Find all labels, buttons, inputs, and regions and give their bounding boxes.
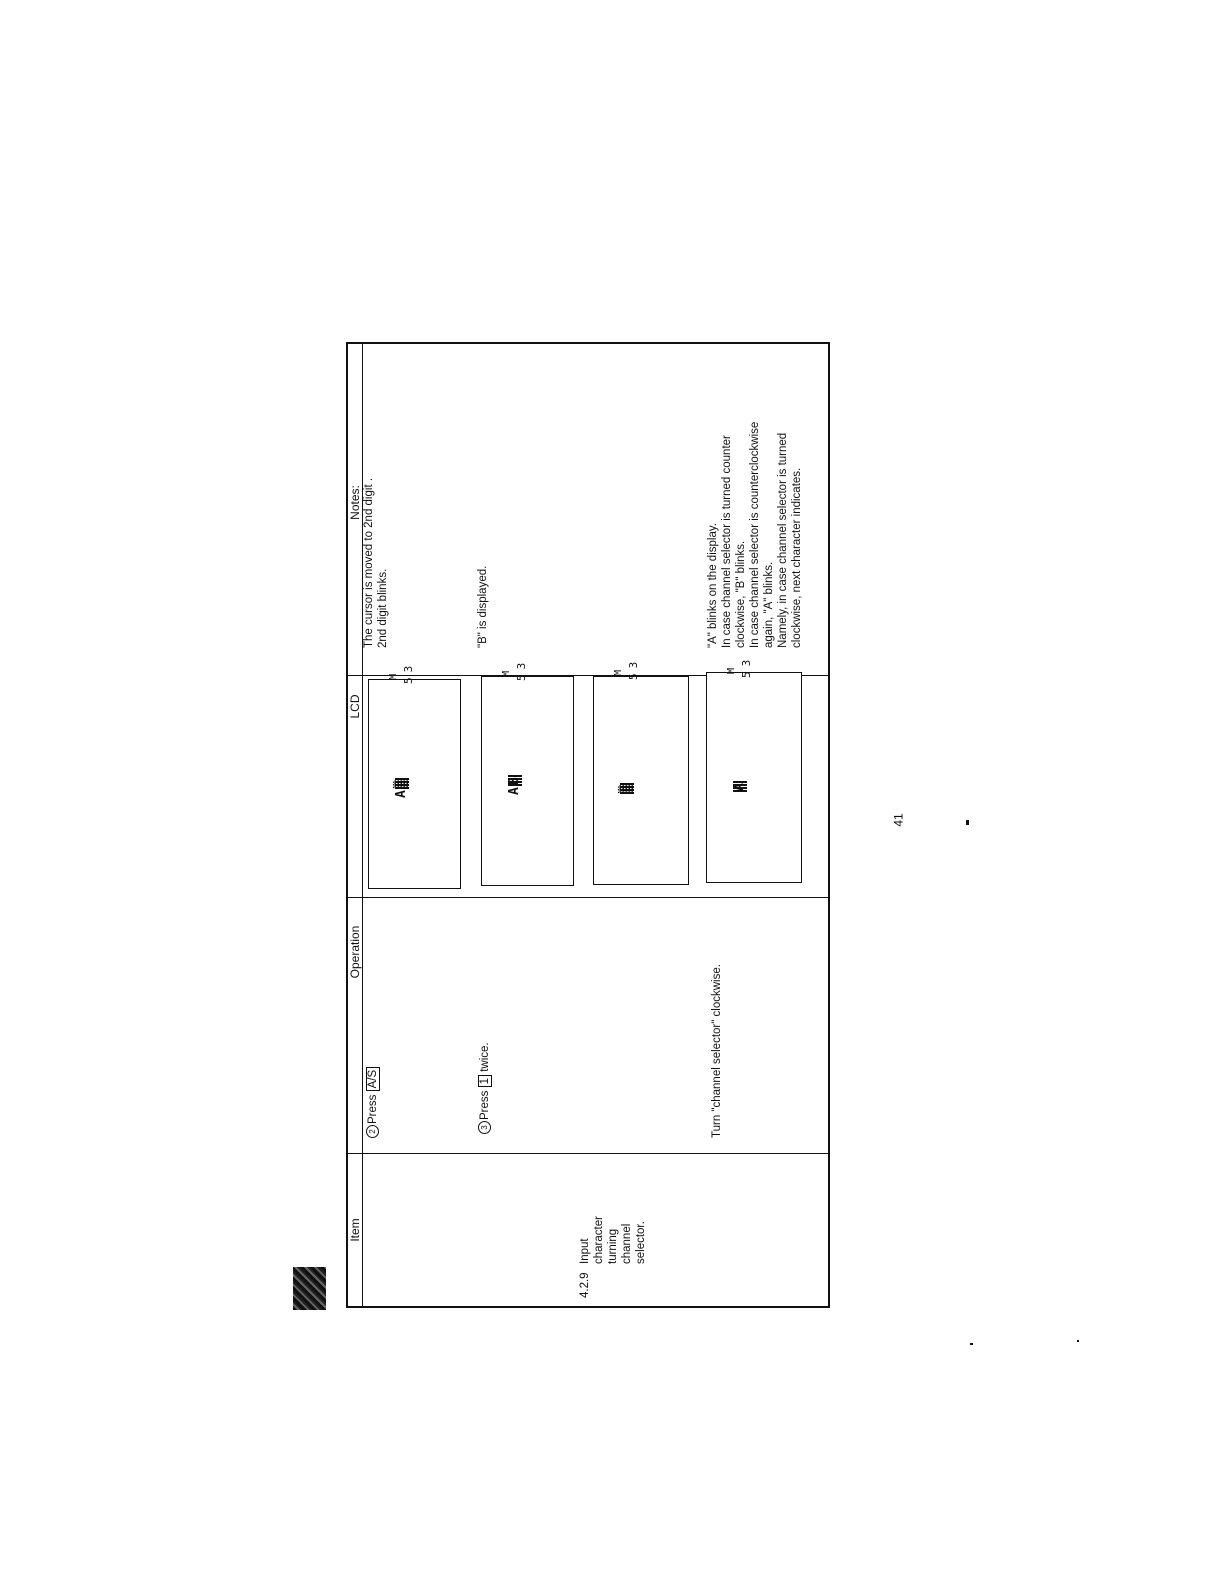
lcd-display-1: A▒ M 53 [368, 661, 461, 889]
lcd-m-indicator: M [613, 669, 624, 676]
rotated-table-stage: Item Operation LCD Notes: 4.2.9 Input cha… [346, 342, 830, 1308]
item-cell: 4.2.9 Input character turning channel sel… [578, 1158, 648, 1298]
item-number: 4.2.9 [579, 1272, 591, 1298]
note-line: clockwise, next character indicates. [791, 467, 803, 648]
step-prefix: Press [367, 1094, 379, 1124]
notes-row-1: The cursor is moved to 2nd digit . 2nd d… [362, 348, 390, 648]
speck [966, 820, 969, 825]
procedure-table: Item Operation LCD Notes: 4.2.9 Input cha… [346, 342, 830, 1308]
lcd-number: 53 [515, 657, 528, 681]
note-line: In case channel selector is turned count… [721, 435, 733, 648]
column-divider [348, 1153, 828, 1154]
step-prefix: Press [479, 1090, 491, 1120]
lcd-number: 53 [627, 656, 640, 680]
header-notes: Notes: [348, 485, 362, 520]
lcd-number: 53 [402, 660, 415, 684]
note-line: In case channel selector is counterclock… [749, 421, 761, 648]
table-header-row: Item Operation LCD Notes: [348, 344, 363, 1306]
header-item: Item [348, 1218, 362, 1242]
step-suffix: twice. [479, 1042, 491, 1072]
note-line: "A" blinks on the display. [707, 523, 719, 648]
note-line: Namely, in case channel selector is turn… [777, 432, 789, 648]
lcd-display-4: A M 53 [706, 655, 802, 883]
step-number-circle: 2 [366, 1125, 379, 1138]
lcd-blinking-char: ▒ [619, 783, 634, 794]
note-line: 2nd digit blinks. [377, 568, 389, 648]
note-line: again, "A" blinks. [763, 561, 775, 648]
item-title: Input character turning channel selector… [579, 1216, 647, 1264]
operation-step-2: 2Press A/S [366, 908, 380, 1138]
lcd-chars: A▒ [394, 778, 409, 798]
note-line: The cursor is moved to 2nd digit . [363, 477, 375, 648]
lcd-blinking-char: ▒ [394, 778, 409, 790]
lcd-chars: AB [507, 775, 522, 795]
note-line: clockwise, "B" blinks. [735, 540, 747, 648]
operation-text: Turn "channel selector" clockwise. [711, 964, 723, 1138]
note-line: "B" is displayed. [477, 565, 489, 648]
lcd-display-3: ▒ M 53 [593, 657, 689, 885]
notes-row-2: "B" is displayed. [476, 348, 490, 648]
lcd-blinking-char: A [732, 781, 747, 792]
lcd-m-indicator: M [388, 673, 399, 680]
column-divider [348, 897, 828, 898]
page-number: 41 [891, 813, 906, 827]
operation-turn-selector: Turn "channel selector" clockwise. [710, 902, 724, 1138]
lcd-fixed-char: A [394, 789, 409, 798]
lcd-fixed-char: A [507, 786, 522, 795]
header-lcd: LCD [348, 694, 362, 719]
speck [1077, 1340, 1079, 1342]
operation-step-3: 3Press 1 twice. [478, 904, 492, 1134]
scanner-mark [293, 1267, 326, 1310]
lcd-chars: A [732, 781, 747, 792]
lcd-display-2: AB M 53 [481, 658, 574, 886]
lcd-m-indicator: M [726, 667, 737, 674]
lcd-m-indicator: M [501, 670, 512, 677]
header-operation: Operation [348, 925, 362, 979]
speck [970, 1343, 973, 1345]
key-1-icon: 1 [478, 1074, 492, 1088]
lcd-chars: ▒ [619, 783, 634, 794]
lcd-number: 53 [740, 654, 753, 678]
lcd-blinking-char: B [507, 775, 522, 787]
as-key-icon: A/S [366, 1066, 380, 1092]
notes-row-4: "A" blinks on the display. In case chann… [706, 342, 804, 648]
step-number-circle: 3 [478, 1121, 491, 1134]
